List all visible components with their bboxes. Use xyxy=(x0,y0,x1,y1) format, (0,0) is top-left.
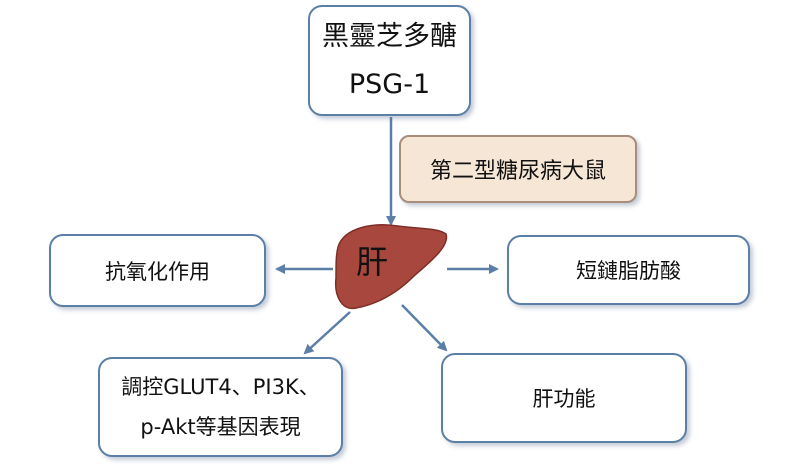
scfa-box: 短鏈脂肪酸 xyxy=(507,235,750,305)
condition-box: 第二型糖尿病大鼠 xyxy=(399,135,637,203)
liver-function-label: 肝功能 xyxy=(532,387,596,411)
scfa-label: 短鏈脂肪酸 xyxy=(576,259,681,283)
source-name: 黑靈芝多醣 xyxy=(322,20,457,52)
condition-label: 第二型糖尿病大鼠 xyxy=(429,159,606,184)
gene-regulation-line1: 調控GLUT4、PI3K、 xyxy=(121,375,320,399)
liver-shape: 肝 xyxy=(334,224,448,310)
liver-function-box: 肝功能 xyxy=(441,353,687,443)
liver-label: 肝 xyxy=(356,243,388,281)
antioxidant-label: 抗氧化作用 xyxy=(105,259,210,284)
gene-regulation-box: 調控GLUT4、PI3K、 p-Akt等基因表現 xyxy=(98,357,343,457)
gene-regulation-line2: p-Akt等基因表現 xyxy=(140,415,301,439)
source-code: PSG-1 xyxy=(348,68,431,100)
source-box: 黑靈芝多醣 PSG-1 xyxy=(308,5,471,116)
arrow-liver-to-liver-function xyxy=(401,304,448,352)
antioxidant-box: 抗氧化作用 xyxy=(49,234,266,307)
arrow-liver-to-regulation xyxy=(303,311,351,355)
